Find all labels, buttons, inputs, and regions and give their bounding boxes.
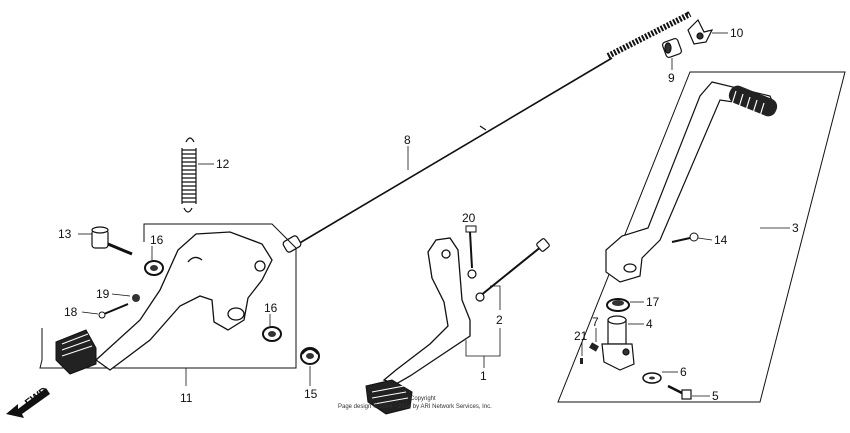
part-number-21: 21 (574, 329, 588, 343)
part-number-9: 9 (668, 71, 675, 85)
kickstarter-arm (605, 81, 776, 283)
collar-15 (300, 347, 320, 365)
copyright-line-2: Page design © 2004 - 2014 by ARI Network… (338, 403, 492, 410)
copyright-line-1: Copyright (410, 396, 436, 402)
gearshift-pedal-tip (365, 379, 413, 415)
kickstarter-group-outline (557, 71, 846, 403)
kickstarter-grip (728, 85, 778, 117)
part-number-20: 20 (462, 211, 476, 225)
spring-12 (181, 137, 197, 213)
bolt-20 (465, 225, 477, 279)
part-number-7: 7 (592, 315, 599, 329)
pin-7 (589, 342, 599, 352)
part-number-18: 18 (64, 305, 78, 319)
part-number-19: 19 (96, 287, 110, 301)
brake-pedal-group-outline (39, 223, 297, 369)
brake-pedal-tip (55, 329, 97, 375)
pivot-bolt-13 (91, 226, 133, 256)
part-number-10: 10 (730, 26, 744, 40)
part-number-16-lower: 16 (264, 301, 278, 315)
seal-16-lower (262, 326, 282, 342)
part-number-1: 1 (480, 369, 487, 383)
seal-16-upper (144, 260, 164, 276)
brake-rod-8 (282, 11, 692, 253)
brake-pedal-11 (94, 231, 273, 371)
part-number-8: 8 (404, 133, 411, 147)
part-number-6: 6 (680, 365, 687, 379)
seal-17 (606, 298, 630, 312)
part-number-3: 3 (792, 221, 799, 235)
nut-19 (132, 294, 140, 302)
part-number-15: 15 (304, 387, 318, 401)
fwd-arrow-icon (6, 388, 50, 418)
adjuster-9 (661, 37, 683, 59)
spindle-4 (601, 315, 635, 371)
part-number-4: 4 (646, 317, 653, 331)
part-number-5: 5 (712, 389, 719, 403)
part-number-11: 11 (180, 391, 193, 405)
screw-18 (98, 303, 129, 319)
part-number-2: 2 (496, 313, 503, 327)
bolt-5 (667, 384, 692, 400)
part-number-13: 13 (58, 227, 72, 241)
wing-nut-10 (687, 18, 714, 45)
bolt-14 (671, 232, 699, 243)
rod-2 (475, 238, 550, 302)
clip-21 (580, 358, 583, 364)
part-number-17: 17 (646, 295, 660, 309)
part-number-14: 14 (714, 233, 728, 247)
part-number-12: 12 (216, 157, 230, 171)
gearshift-pedal-1 (382, 237, 471, 385)
part-number-16-upper: 16 (150, 233, 164, 247)
